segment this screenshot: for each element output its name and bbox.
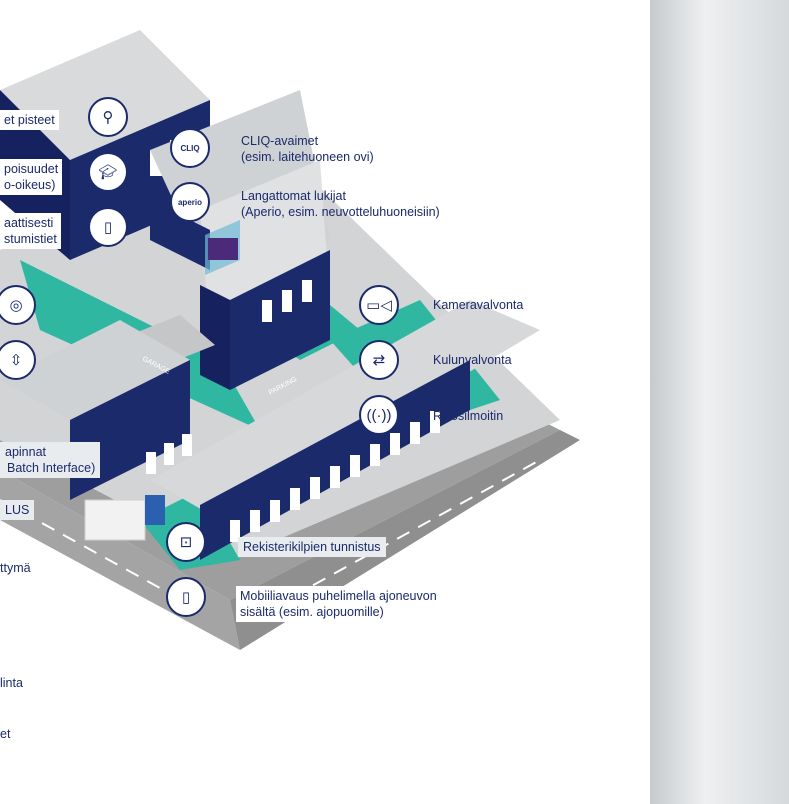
label-poisuudet-line1: poisuudet — [4, 162, 59, 176]
access-control-icon: ⇄ — [359, 340, 399, 380]
label-aattisesti: aattisesti stumistiet — [0, 213, 61, 249]
location-pin-icon: ⚲ — [88, 97, 128, 137]
label-access-control: Kulunvalvonta — [433, 353, 512, 367]
camera-icon: ▭◁ — [359, 285, 399, 325]
label-points: et pisteet — [0, 110, 59, 130]
cliq-icon-text: CLIQ — [180, 143, 200, 153]
label-aattisesti-line2: stumistiet — [4, 232, 57, 246]
long-building-roof — [150, 300, 540, 520]
truck-cab — [145, 495, 165, 525]
wall-right-building-side — [200, 285, 230, 390]
label-wireless: Langattomat lukijat (Aperio, esim. neuvo… — [241, 188, 440, 220]
aperio-icon: aperio — [170, 182, 210, 222]
label-alarm: Rikosilmoitin — [433, 409, 504, 423]
cliq-key-icon: CLIQ — [170, 128, 210, 168]
label-mobile: Mobiiliavaus puhelimella ajoneuvon sisäl… — [236, 586, 441, 622]
label-nakyma: ttymä — [0, 561, 31, 575]
label-linta: linta — [0, 676, 23, 690]
screen — [208, 238, 238, 260]
mobile-phone-icon: ▯ — [166, 577, 206, 617]
background-photo-panel — [650, 0, 789, 804]
label-poisuudet: poisuudet o-oikeus) — [0, 159, 63, 195]
label-cliq-line2: (esim. laitehuoneen ovi) — [241, 150, 374, 164]
graduation-cap-icon: 🎓︎ — [88, 152, 128, 192]
long-building-wall — [200, 360, 470, 560]
label-plus: LUS — [0, 500, 35, 520]
aperio-icon-text: aperio — [177, 197, 202, 207]
label-poisuudet-line2: o-oikeus) — [4, 178, 56, 192]
alarm-signal-icon: ((·)) — [359, 395, 399, 435]
label-rajapinnat-line2: Batch Interface) — [7, 461, 96, 475]
label-cliq-line1: CLIQ-avaimet — [241, 134, 319, 148]
label-rajapinnat-line1: apinnat — [5, 445, 47, 459]
door-icon: ▯ — [88, 207, 128, 247]
window — [302, 280, 312, 302]
truck-box — [84, 499, 146, 541]
label-camera: Kameravalvonta — [433, 298, 524, 312]
small-building-roof — [0, 320, 190, 420]
label-license-plate: Rekisterikilpien tunnistus — [238, 537, 386, 557]
label-wireless-line2: (Aperio, esim. neuvotteluhuoneisiin) — [241, 205, 440, 219]
long-building-windows — [230, 411, 440, 542]
elevator-icon: ⇳ — [0, 340, 36, 380]
license-plate-camera-icon: ⊡ — [166, 522, 206, 562]
label-cliq: CLIQ-avaimet (esim. laitehuoneen ovi) — [241, 133, 374, 165]
window — [262, 300, 272, 322]
wall-middle-navy — [150, 200, 210, 270]
label-mobile-line1: Mobiiliavaus puhelimella ajoneuvon — [240, 589, 437, 603]
label-rajapinnat: apinnat Batch Interface) — [0, 442, 101, 478]
label-aattisesti-line1: aattisesti — [4, 216, 54, 230]
window — [282, 290, 292, 312]
label-mobile-line2: sisältä (esim. ajopuomille) — [240, 605, 384, 619]
reader-icon: ◎ — [0, 285, 36, 325]
small-building-windows — [146, 434, 192, 474]
label-et: et — [0, 727, 11, 741]
label-wireless-line1: Langattomat lukijat — [241, 189, 346, 203]
